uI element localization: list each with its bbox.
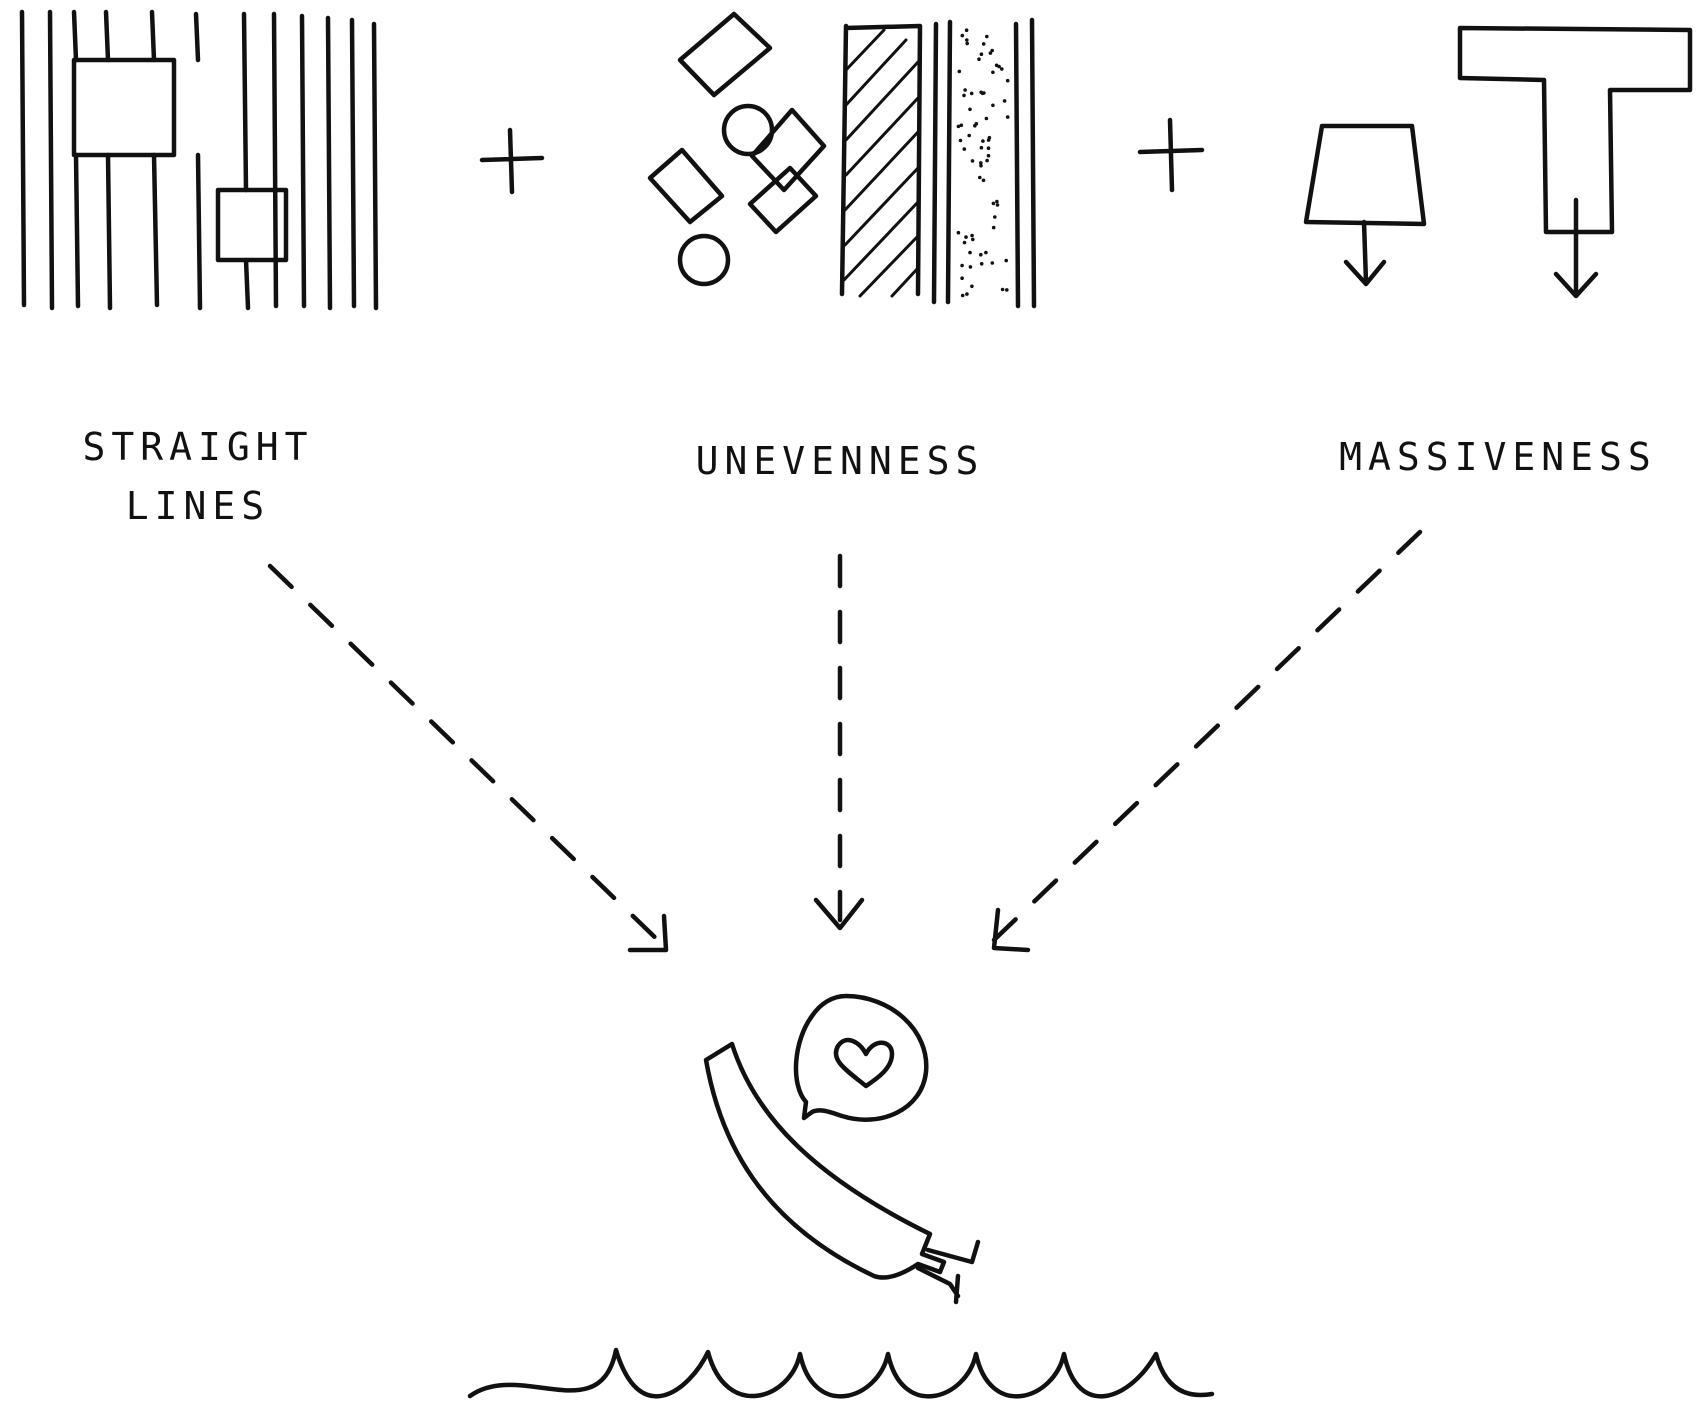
scattered-shapes-and-hatched-textures-icon bbox=[647, 11, 1037, 309]
stipple-dot bbox=[956, 230, 961, 235]
stipple-dot bbox=[964, 28, 969, 32]
stipple-dot bbox=[980, 91, 985, 96]
stipple-dot bbox=[1000, 287, 1005, 292]
stipple-dot bbox=[979, 145, 984, 150]
label-straight-lines-line1: STRAIGHT bbox=[82, 425, 314, 469]
stipple-dot bbox=[986, 146, 991, 150]
stipple-dot bbox=[981, 178, 986, 183]
stipple-dot bbox=[979, 52, 984, 56]
stipple-dot bbox=[993, 215, 997, 219]
stipple-dot bbox=[981, 139, 985, 143]
arrow-from-unevenness bbox=[813, 553, 865, 931]
stipple-dot bbox=[956, 124, 961, 129]
plus-sign-2 bbox=[1137, 117, 1205, 193]
stipple-dot bbox=[971, 237, 975, 242]
stipple-dot bbox=[979, 262, 984, 266]
stipple-dot bbox=[977, 57, 981, 61]
vertical-lines-with-boxes-icon bbox=[19, 9, 379, 311]
stipple-dot bbox=[962, 147, 967, 151]
label-unevenness-text: UNEVENNESS bbox=[695, 439, 985, 483]
stipple-dot bbox=[991, 70, 995, 75]
label-unevenness: UNEVENNESS bbox=[650, 432, 1030, 491]
stipple-dot bbox=[959, 123, 964, 128]
stipple-dot bbox=[991, 103, 995, 108]
stipple-dot bbox=[968, 250, 972, 255]
stipple-dot bbox=[963, 88, 967, 92]
stipple-dot bbox=[995, 199, 999, 204]
stipple-dot bbox=[962, 93, 966, 98]
stipple-dot bbox=[960, 33, 965, 38]
stipple-dot bbox=[984, 250, 988, 255]
stipple-dot bbox=[960, 276, 964, 281]
label-massiveness: MASSIVENESS bbox=[1308, 428, 1688, 487]
stipple-dot bbox=[978, 175, 982, 180]
stipple-dot bbox=[981, 42, 986, 46]
stipple-dot bbox=[960, 293, 965, 298]
stipple-dot bbox=[1004, 258, 1008, 263]
water-waves-icon bbox=[467, 1347, 1215, 1399]
stipple-dot bbox=[987, 135, 992, 140]
stipple-dot bbox=[969, 91, 974, 96]
stipple-dot bbox=[967, 133, 971, 138]
stipple-dot bbox=[957, 69, 962, 74]
stipple-dot bbox=[970, 284, 974, 289]
lampshade-and-t-block-weight-icon bbox=[1303, 25, 1693, 299]
stipple-dot bbox=[1005, 78, 1010, 83]
stipple-dot bbox=[991, 201, 996, 206]
arrow-from-straight-lines bbox=[267, 563, 669, 953]
stipple-dot bbox=[1002, 99, 1007, 103]
stipple-dot bbox=[965, 292, 969, 296]
stipple-dot bbox=[979, 163, 983, 168]
stipple-dot bbox=[1005, 115, 1010, 119]
stipple-dot bbox=[990, 48, 994, 53]
stipple-dot bbox=[970, 233, 974, 238]
stipple-dot bbox=[986, 153, 991, 158]
stipple-dot bbox=[991, 225, 996, 230]
stipple-dot bbox=[962, 240, 967, 245]
stipple-dot bbox=[997, 64, 1001, 69]
stipple-dot bbox=[979, 161, 983, 165]
stipple-dot bbox=[965, 41, 969, 46]
stipple-dot bbox=[985, 158, 989, 163]
stipple-dot bbox=[965, 38, 969, 42]
stipple-dot bbox=[995, 203, 1000, 207]
stipple-dot bbox=[988, 51, 993, 55]
stipple-dot bbox=[1000, 67, 1004, 71]
stipple-dot bbox=[958, 138, 963, 143]
stipple-dot bbox=[1005, 288, 1009, 292]
label-straight-lines: STRAIGHT LINES bbox=[48, 418, 348, 536]
stipple-dot bbox=[990, 261, 995, 265]
stipple-dot bbox=[968, 265, 973, 269]
stipple-dot bbox=[964, 235, 968, 239]
stipple-dot bbox=[970, 159, 975, 163]
stipple-dot bbox=[984, 116, 989, 121]
label-massiveness-text: MASSIVENESS bbox=[1339, 435, 1657, 479]
stipple-dot bbox=[968, 107, 972, 112]
label-straight-lines-line2: LINES bbox=[125, 483, 271, 528]
plus-sign-1 bbox=[479, 127, 545, 195]
diving-figure-icon bbox=[703, 1041, 981, 1305]
stipple-dot bbox=[985, 34, 989, 39]
stipple-texture bbox=[956, 28, 1010, 298]
arrow-from-massiveness bbox=[991, 529, 1423, 953]
stipple-dot bbox=[973, 124, 977, 128]
stipple-dot bbox=[960, 263, 964, 268]
stipple-dot bbox=[979, 252, 983, 257]
heart-speech-bubble-icon bbox=[793, 993, 929, 1122]
